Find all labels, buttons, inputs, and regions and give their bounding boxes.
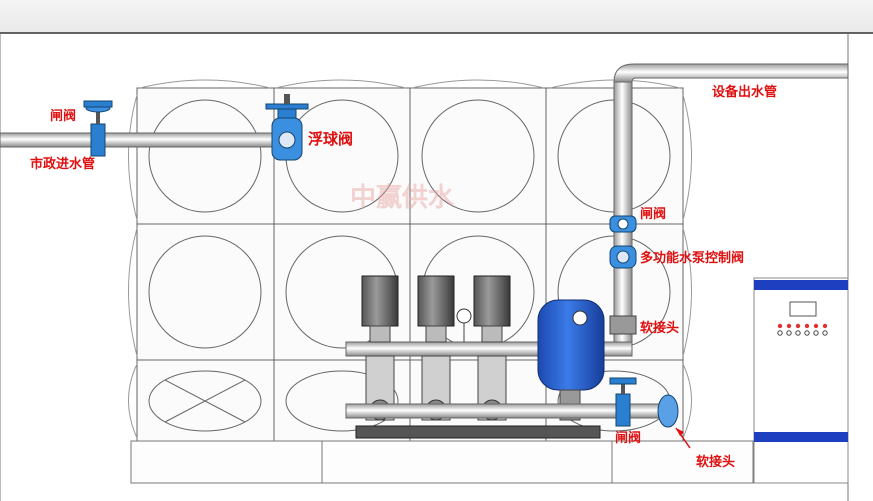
watermark: 中赢供水 <box>350 182 455 213</box>
label-gate-valve-inlet: 闸阀 <box>50 108 76 124</box>
pump-skid <box>355 425 601 439</box>
soft-joint-upper <box>609 315 637 335</box>
gate-valve-bottom <box>609 377 637 427</box>
float-valve <box>265 94 309 161</box>
label-gate-valve-bottom: 闸阀 <box>615 430 641 446</box>
label-gate-valve-outlet: 闸阀 <box>640 206 666 222</box>
label-soft-joint-upper: 软接头 <box>640 320 679 336</box>
gate-valve-outlet <box>609 215 637 233</box>
foundation <box>130 440 754 484</box>
header-band <box>0 0 873 33</box>
gate-valve-inlet <box>83 100 113 157</box>
label-float-valve: 浮球阀 <box>308 130 353 148</box>
multi-function-valve <box>609 245 637 269</box>
label-municipal-inlet-pipe: 市政进水管 <box>30 156 95 172</box>
label-soft-joint-lower: 软接头 <box>696 454 735 470</box>
label-multi-function-valve: 多功能水泵控制阀 <box>640 250 744 266</box>
control-cabinet <box>753 277 849 484</box>
municipal-inlet-pipe <box>0 132 291 148</box>
label-outlet-pipe: 设备出水管 <box>712 84 777 100</box>
soft-joint-lower <box>657 394 679 428</box>
outlet-pipe <box>613 63 849 83</box>
